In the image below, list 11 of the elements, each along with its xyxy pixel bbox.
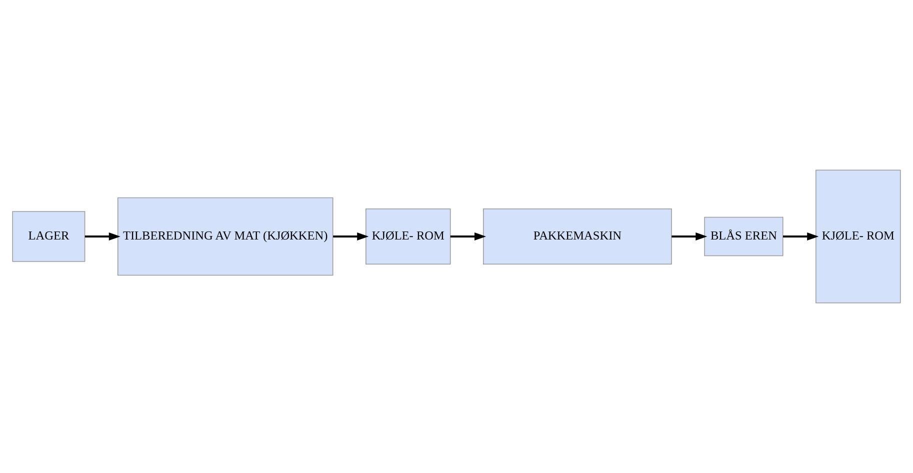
arrow bbox=[672, 232, 708, 241]
arrow bbox=[783, 232, 819, 241]
node-box: BLÅS EREN bbox=[704, 216, 784, 256]
node-box: KJØLE- ROM bbox=[366, 208, 451, 265]
arrow bbox=[84, 232, 120, 241]
node-box: KJØLE- ROM bbox=[816, 170, 901, 304]
node-box: PAKKEMASKIN bbox=[483, 208, 672, 265]
arrow bbox=[333, 232, 369, 241]
node-box: TILBEREDNING AV MAT (KJØKKEN) bbox=[117, 197, 334, 276]
node-box: LAGER bbox=[12, 211, 86, 262]
arrow bbox=[450, 232, 486, 241]
